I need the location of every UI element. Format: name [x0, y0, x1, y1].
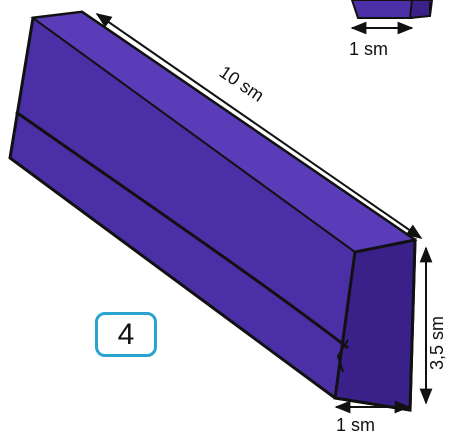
step-number-badge: 4	[95, 312, 157, 357]
bottom-width-dimension: 1 sm	[334, 400, 411, 434]
height-label: 3,5 sm	[427, 316, 447, 370]
length-label: 10 sm	[216, 62, 268, 106]
top-width-label: 1 sm	[349, 39, 388, 59]
partial-block-top	[350, 0, 434, 20]
bottom-width-label: 1 sm	[336, 415, 375, 434]
height-dimension: 3,5 sm	[419, 246, 447, 405]
long-bar	[8, 10, 418, 412]
